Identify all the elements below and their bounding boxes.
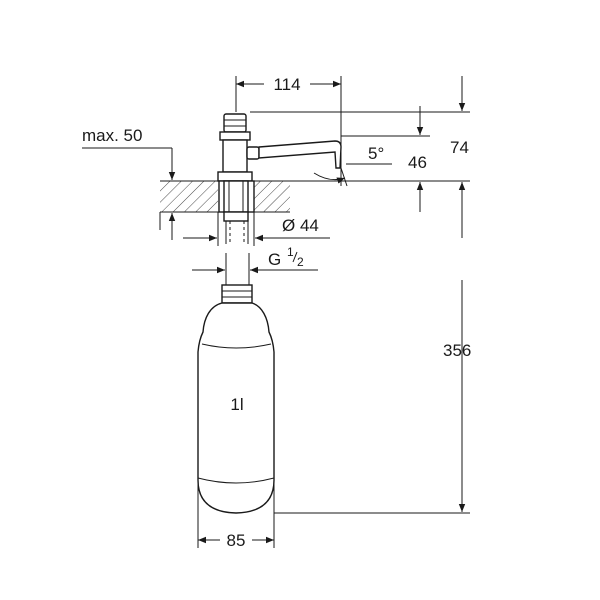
spout-height-value: 46 [408,153,427,172]
thread-numerator: 1 [287,245,294,259]
spout-angle-value: 5° [368,144,384,163]
dimension-max-thickness: max. 50 [82,126,176,240]
bottle-height-value: 356 [443,341,471,360]
bottle-width-value: 85 [227,531,246,550]
dimension-bottle-width: 85 [197,480,275,550]
dimension-bottle-height: 356 [274,280,471,514]
dimension-thread: G 1 2 [192,245,318,274]
dispenser-head [217,113,342,182]
spout-reach-value: 114 [273,75,300,94]
countertop [160,180,470,213]
total-height-value: 74 [450,138,469,157]
dimension-spout-angle: 5° [313,144,392,187]
soap-bottle: 1l [197,302,275,514]
dimension-total-height: 74 [250,76,470,238]
dimension-spout-height: 46 [341,106,430,212]
hole-diameter-value: Ø 44 [282,216,319,235]
max-thickness-value: max. 50 [82,126,142,145]
dimension-spout-reach: 114 [235,73,342,186]
shank [218,180,255,244]
bottle-neck [221,253,253,304]
dimension-hole-diameter: Ø 44 [183,212,330,246]
thread-label: G [268,250,281,269]
bottle-volume-label: 1l [230,395,243,414]
thread-denominator: 2 [297,255,304,269]
